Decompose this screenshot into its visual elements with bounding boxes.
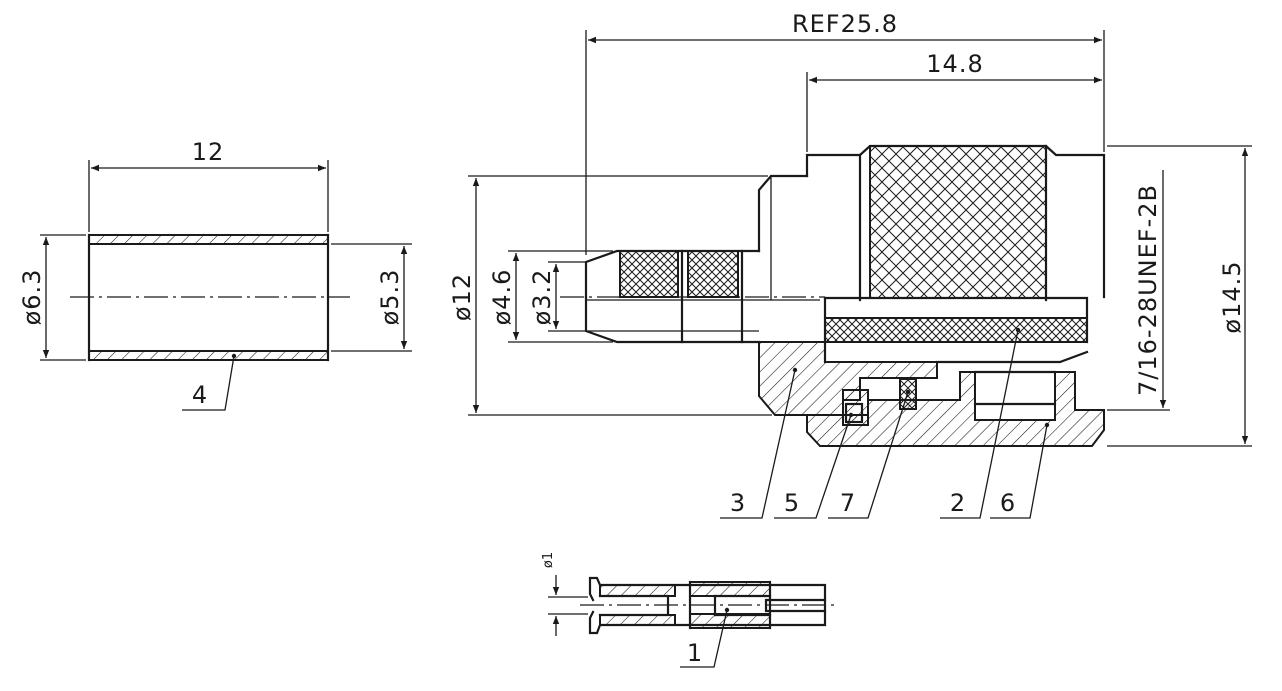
crimp-knurl-a bbox=[619, 250, 679, 298]
connector-section-view: REF25.8 14.8 ø14.5 7/16-28UNEF-2B ø12 ø4… bbox=[448, 10, 1252, 519]
leader-3 bbox=[720, 369, 796, 519]
ring-5 bbox=[842, 389, 869, 426]
insulator-2 bbox=[824, 317, 1088, 343]
leader-2 bbox=[940, 329, 1019, 519]
leader-5 bbox=[774, 414, 852, 519]
contact-pin-view: ø1 1 bbox=[541, 552, 835, 668]
dim-pin-dia: ø1 bbox=[541, 552, 556, 568]
dim-ferrule-od: ø6.3 bbox=[18, 269, 46, 326]
dim-ref-length: REF25.8 bbox=[792, 10, 898, 38]
callout-2: 2 bbox=[950, 489, 966, 517]
dim-length-14-8: 14.8 bbox=[926, 50, 983, 78]
ferrule-view: 12 ø6.3 ø5.3 4 bbox=[18, 138, 412, 411]
callout-4: 4 bbox=[192, 381, 208, 409]
leader-6 bbox=[990, 424, 1048, 519]
dim-thread: 7/16-28UNEF-2B bbox=[1134, 184, 1162, 396]
dim-dia-4-6: ø4.6 bbox=[488, 269, 516, 326]
callout-1: 1 bbox=[687, 639, 703, 667]
nut-knurl bbox=[869, 145, 1047, 299]
dim-dia-14-5: ø14.5 bbox=[1218, 260, 1246, 333]
leader-4 bbox=[182, 355, 235, 411]
leader-7 bbox=[828, 391, 909, 519]
ferrule-top-wall bbox=[88, 234, 329, 245]
callout-7: 7 bbox=[840, 489, 856, 517]
leader-1 bbox=[680, 609, 728, 668]
coupling-nut-6 bbox=[806, 371, 1105, 447]
callout-5: 5 bbox=[784, 489, 800, 517]
dim-ferrule-length: 12 bbox=[192, 138, 225, 166]
ferrule-bottom-wall bbox=[88, 350, 329, 361]
dim-dia-3-2: ø3.2 bbox=[528, 269, 556, 326]
dim-dia-12: ø12 bbox=[448, 273, 476, 321]
callout-6: 6 bbox=[1000, 489, 1016, 517]
crimp-knurl-b bbox=[687, 250, 739, 298]
dim-ferrule-id: ø5.3 bbox=[376, 269, 404, 326]
callout-3: 3 bbox=[730, 489, 746, 517]
